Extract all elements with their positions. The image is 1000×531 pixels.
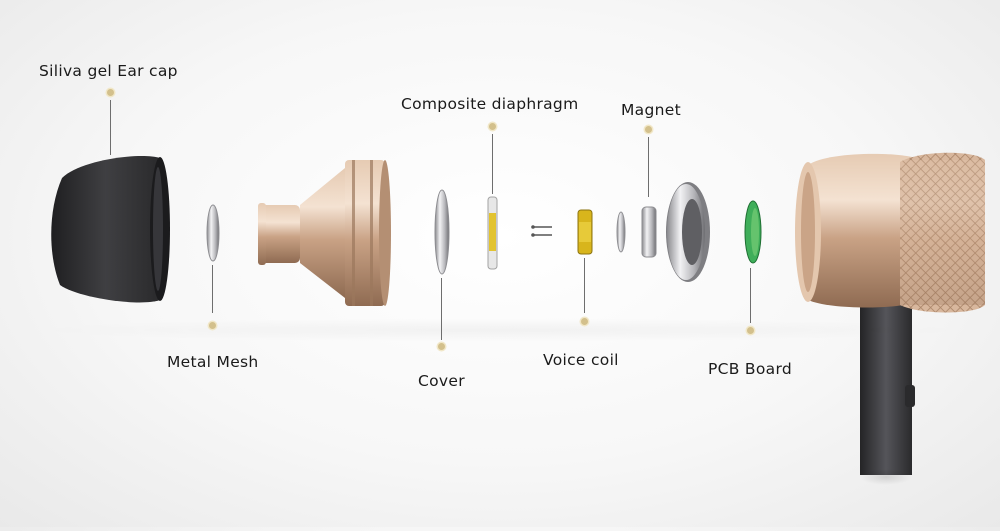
metal-mesh-dot [209,322,216,329]
cover-label: Cover [418,372,465,390]
coil-wires-part [531,225,552,237]
diaphragm-label: Composite diaphragm [401,95,579,113]
pcb-leader [750,268,752,323]
pcb-dot [747,327,754,334]
voice-coil-leader [584,258,586,313]
magnet-part [641,206,657,258]
ear-cap-leader [110,100,112,155]
ear-cap-dot [107,89,114,96]
nozzle-housing-part [258,160,391,306]
voice-coil-dot [581,318,588,325]
metal-mesh-label: Metal Mesh [167,353,259,371]
diaphragm-part [487,196,498,270]
pcb-label: PCB Board [708,360,792,378]
pcb-part [744,200,762,264]
magnet-leader [648,137,650,197]
cover-leader [441,278,443,340]
magnet-label: Magnet [621,101,681,119]
metal-mesh-part [206,204,220,262]
ear-cap-label: Siliva gel Ear cap [39,62,178,80]
diaphragm-leader [492,134,494,194]
metal-mesh-leader [212,265,214,313]
magnet-dot [645,126,652,133]
ear-cap-part [51,156,170,303]
voice-coil-label: Voice coil [543,351,619,369]
diaphragm-dot [489,123,496,130]
frame-part [666,182,710,282]
voice-coil-part [577,209,593,255]
washer-part [616,211,626,253]
cover-part [434,189,450,275]
cover-dot [438,343,445,350]
rear-housing-part [795,152,985,485]
